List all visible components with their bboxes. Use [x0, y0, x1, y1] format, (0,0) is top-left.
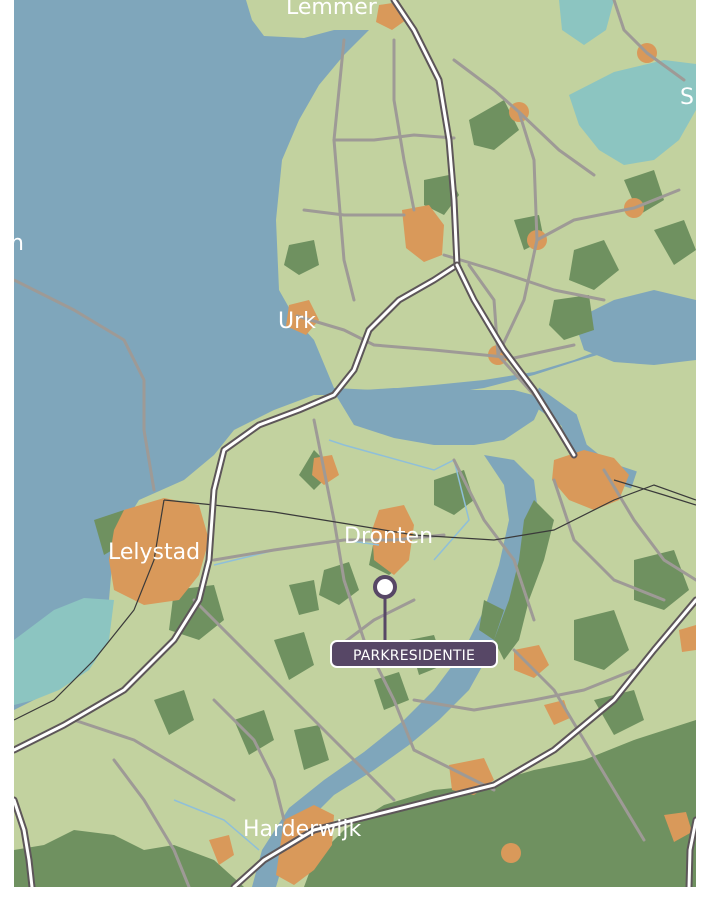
- location-marker[interactable]: PARKRESIDENTIE: [330, 575, 498, 668]
- city-label-lelystad: Lelystad: [108, 540, 200, 565]
- water-zwartemeer: [574, 290, 696, 365]
- city-label-edge-right: S: [680, 85, 694, 110]
- city-label-dronten: Dronten: [344, 524, 433, 549]
- marsh-top: [559, 0, 614, 45]
- marsh-weerribben: [569, 60, 696, 165]
- city-label-urk: Urk: [278, 309, 316, 334]
- roads: [14, 0, 696, 887]
- highways: [14, 0, 696, 887]
- city-label-lemmer: Lemmer: [286, 0, 378, 20]
- water-ketelmeer: [334, 388, 544, 445]
- city-label-edge-left: n: [14, 231, 24, 256]
- marker-label-box: [330, 640, 498, 668]
- marker-label-text: PARKRESIDENTIE: [353, 648, 475, 664]
- location-pin-icon: [373, 575, 397, 640]
- railways: [14, 479, 696, 721]
- marsh-oostvaardersplassen: [14, 598, 114, 705]
- city-label-harderwijk: Harderwijk: [243, 817, 361, 842]
- map-view[interactable]: Lemmer Urk Lelystad Dronten Harderwijk n…: [14, 0, 696, 887]
